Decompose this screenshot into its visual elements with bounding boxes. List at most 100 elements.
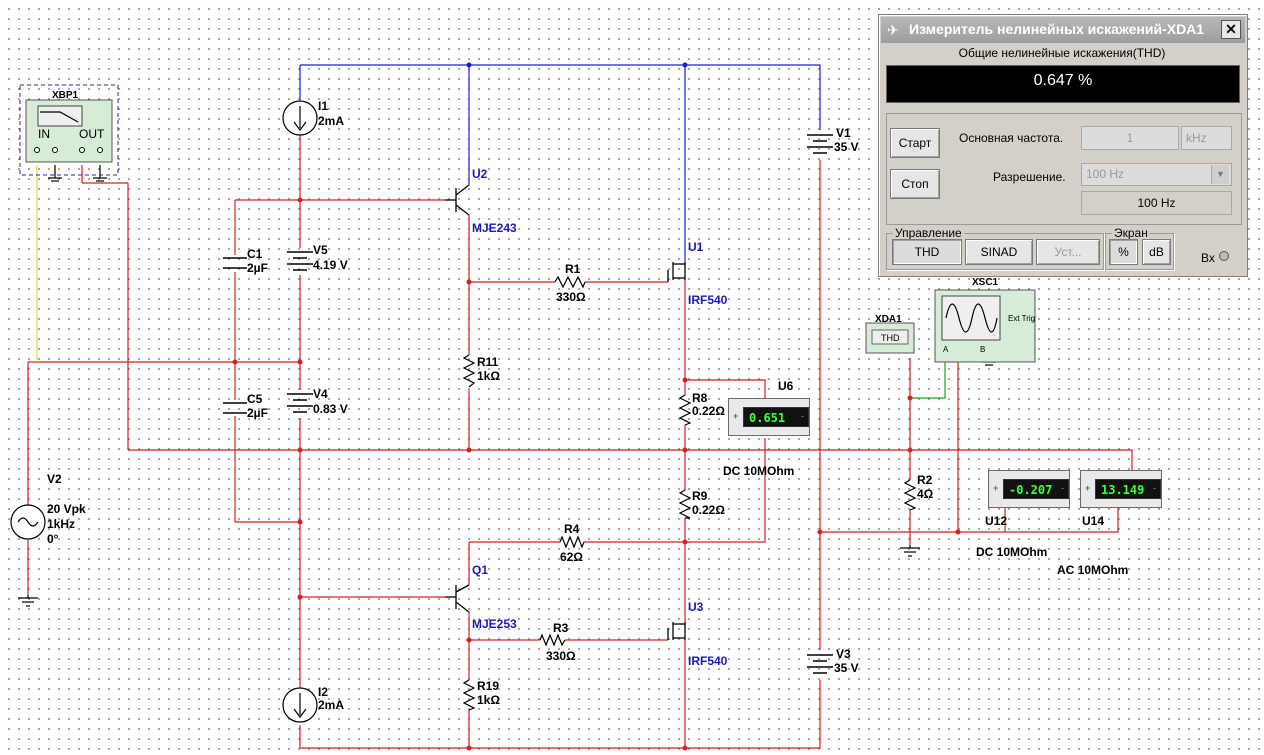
junction — [466, 745, 472, 751]
junction — [466, 637, 472, 643]
R19-label: R19 — [477, 679, 500, 693]
wire — [299, 680, 821, 749]
I2-value: 2mA — [318, 698, 345, 712]
resistor-icon — [678, 394, 692, 426]
resistor-icon — [554, 275, 586, 289]
thd-button[interactable]: THD — [892, 239, 962, 265]
resistor-icon — [539, 633, 566, 647]
junction — [682, 447, 688, 453]
U2-label: U2 — [472, 167, 488, 181]
R9-value: 0.22Ω — [692, 503, 725, 517]
ground-icon — [18, 595, 38, 607]
U1-label: U1 — [688, 240, 704, 254]
window-titlebar[interactable]: ✈ Измеритель нелинейных искажений-XDA1 ✕ — [881, 17, 1245, 43]
multisim-icon: ✈ — [887, 22, 899, 38]
bode-in-label: IN — [38, 127, 50, 141]
C5-value: 2µF — [247, 406, 268, 420]
junction — [466, 447, 472, 453]
thd-subtitle: Общие нелинейные искажения(THD) — [958, 46, 1166, 60]
close-button[interactable]: ✕ — [1221, 20, 1241, 39]
resolution-label: Разрешение. — [993, 170, 1066, 184]
U3-model: IRF540 — [688, 654, 728, 668]
ground-icon — [48, 177, 107, 182]
junction — [466, 62, 472, 68]
I1-value: 2mA — [318, 114, 345, 128]
U2-model: MJE243 — [472, 221, 517, 235]
R1-label: R1 — [565, 262, 581, 276]
transistor-icon — [445, 184, 470, 216]
R4-label: R4 — [564, 522, 580, 536]
stop-button[interactable]: Стоп — [890, 169, 940, 199]
V2-label: V2 — [47, 472, 62, 486]
junction — [907, 447, 913, 453]
xda1-name: XDA1 — [875, 314, 902, 325]
window-title: Измеритель нелинейных искажений-XDA1 — [909, 21, 1205, 37]
chevron-down-icon[interactable]: ▼ — [1211, 165, 1229, 184]
meter-U12[interactable]: -0.207 + - — [988, 470, 1070, 508]
transistor-icon — [445, 584, 470, 613]
percent-button[interactable]: % — [1109, 239, 1138, 265]
meter-U6[interactable]: 0.651 + - — [728, 398, 810, 436]
U1-model: IRF540 — [688, 293, 728, 307]
junction — [297, 519, 303, 525]
C5-label: C5 — [247, 392, 263, 406]
start-button[interactable]: Старт — [890, 128, 940, 158]
meter-U6-mode: DC 10MOhm — [723, 464, 795, 478]
fundamental-unit[interactable]: kHz — [1181, 126, 1232, 150]
mosfet-icon — [667, 622, 686, 640]
R9-label: R9 — [692, 489, 708, 503]
junction — [682, 745, 688, 751]
sinad-button[interactable]: SINAD — [965, 239, 1033, 265]
V2-phase: 0° — [47, 532, 59, 546]
R11-label: R11 — [477, 355, 499, 369]
display-group-title: Экран — [1112, 226, 1150, 240]
wire — [234, 416, 300, 523]
thd-reading-display: 0.647 % — [886, 65, 1240, 103]
settings-button[interactable]: Уст... — [1036, 239, 1100, 265]
sine-wave-icon — [945, 303, 998, 333]
capacitor-icon — [223, 402, 247, 414]
wire — [300, 64, 821, 130]
resistor-icon — [559, 535, 585, 549]
db-button[interactable]: dB — [1142, 239, 1171, 265]
distortion-analyzer-window[interactable]: ✈ Измеритель нелинейных искажений-XDA1 ✕… — [878, 14, 1248, 277]
meter-U14[interactable]: 13.149 + - — [1080, 470, 1162, 508]
bode-plotter-selection — [19, 84, 119, 176]
V4-label: V4 — [313, 387, 328, 401]
resistor-icon — [462, 354, 476, 388]
meter-U14-name: U14 — [1082, 514, 1105, 528]
fundamental-input[interactable]: 1 — [1081, 126, 1179, 150]
bode-plotter-name: XBP1 — [52, 90, 79, 101]
junction — [297, 447, 303, 453]
resolution-select[interactable]: 100 Hz ▼ — [1081, 163, 1232, 186]
I1-label: I1 — [318, 99, 329, 113]
V2-frequency: 1kHz — [47, 517, 76, 531]
wire — [685, 379, 766, 398]
wire — [820, 505, 1119, 533]
oscilloscope-screen — [941, 295, 1001, 341]
R3-label: R3 — [553, 621, 569, 635]
current-source-icon — [282, 687, 318, 723]
xsc1-ext-trig: Ext Trig — [1008, 314, 1036, 323]
input-terminal-icon[interactable] — [1219, 251, 1229, 261]
fundamental-label: Основная частота. — [959, 131, 1064, 145]
xsc1-name: XSC1 — [972, 277, 999, 288]
bode-out-label: OUT — [79, 127, 105, 141]
battery-icon — [287, 393, 313, 413]
bode-screen — [37, 105, 83, 127]
Q1-model: MJE253 — [472, 617, 517, 631]
wire — [910, 360, 946, 399]
xda1-thd-label: THD — [881, 333, 900, 343]
junction — [682, 539, 688, 545]
current-source-icon — [282, 100, 318, 136]
battery-icon — [807, 134, 833, 154]
junction — [232, 359, 238, 365]
wire — [584, 438, 766, 543]
resolution-display: 100 Hz — [1081, 191, 1232, 215]
C1-value: 2µF — [247, 261, 268, 275]
ac-source-icon — [10, 504, 46, 540]
U3-label: U3 — [688, 600, 704, 614]
meter-U12-mode: DC 10MOhm — [976, 545, 1048, 559]
display-group: Экран — [1105, 226, 1174, 270]
